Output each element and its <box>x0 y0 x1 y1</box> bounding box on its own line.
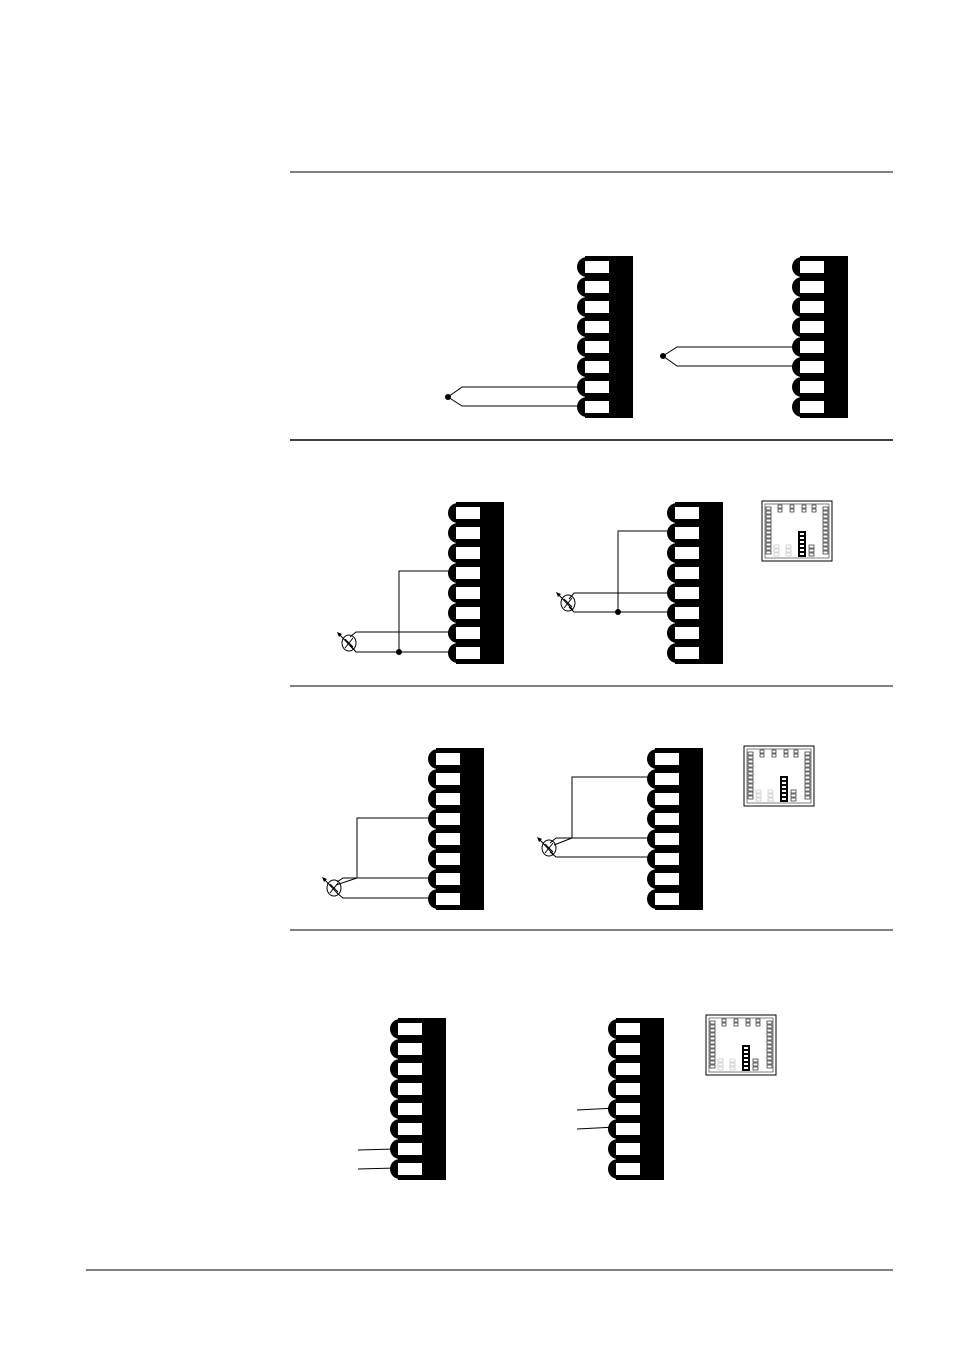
dip-switch-chip-icon <box>762 501 832 561</box>
rtd-wiring <box>550 777 655 857</box>
thermocouple-junction-icon <box>663 347 800 366</box>
terminal-block-icon <box>608 1018 664 1180</box>
terminal-block-icon <box>577 256 633 418</box>
terminal-block-icon <box>647 748 703 910</box>
terminal-block-icon <box>792 256 848 418</box>
terminal-block-icon <box>428 748 484 910</box>
rtd-wiring <box>569 531 675 612</box>
junction-dot <box>396 649 402 655</box>
junction-dot <box>615 609 621 615</box>
junction-dot <box>660 353 666 359</box>
rtd-wiring <box>350 571 456 652</box>
terminal-block-icon <box>448 502 504 664</box>
rtd-sensor-icon <box>322 877 341 896</box>
rtd-wiring <box>336 818 436 898</box>
junction-dot <box>445 394 451 400</box>
terminal-block-icon <box>390 1018 446 1180</box>
dip-switch-chip-icon <box>706 1015 776 1075</box>
thermocouple-junction-icon <box>448 387 585 406</box>
dip-switch-chip-icon <box>744 746 814 806</box>
terminal-block-icon <box>667 502 723 664</box>
